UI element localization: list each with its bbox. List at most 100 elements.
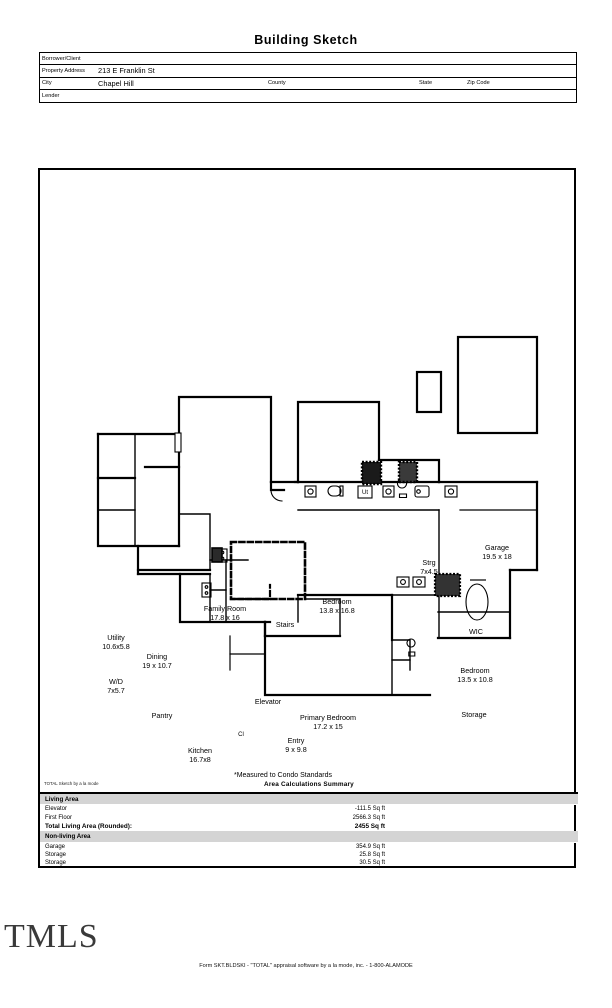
label-primary-bedroom-dim: 17.2 x 15 <box>313 722 343 731</box>
summary-row-storage-2: Storage 30.5 Sq ft <box>40 859 578 867</box>
kitchen-lower <box>178 572 267 624</box>
family-room-lower <box>143 449 181 469</box>
label-utility-dim: 10.6x5.8 <box>102 642 130 651</box>
label-entry-dim: 9 x 9.8 <box>285 745 307 754</box>
bedroom1-walls <box>296 400 381 484</box>
fixture-toilet-a <box>327 485 342 497</box>
label-family-room-dim: 17.8 x 16 <box>210 613 240 622</box>
fixture-sink-d <box>396 576 410 588</box>
summary-row-elevator: Elevator -111.5 Sq ft <box>40 805 578 813</box>
summary-row-total-living: Total Living Area (Rounded): 2455 Sq ft <box>40 822 578 831</box>
header-row-address: Property Address 213 E Franklin St <box>40 65 576 78</box>
borrower-label: Borrower/Client <box>42 55 81 62</box>
fixture-ut-closet <box>357 485 373 499</box>
family-room-walls <box>177 395 273 484</box>
label-dining: Dining <box>147 652 167 661</box>
row-amount: -111.5 Sq ft <box>354 806 385 813</box>
row-amount: 25.8 Sq ft <box>359 852 385 859</box>
label-bedroom1: Bedroom <box>322 597 351 606</box>
fixture-sink-e <box>412 576 426 588</box>
garage-outline <box>456 335 539 435</box>
fixture-sink-b <box>382 485 395 498</box>
area-calculations-summary: TOTAL Sketch by a la mode Area Calculati… <box>40 778 578 868</box>
label-kitchen-dim: 16.7x8 <box>189 755 211 764</box>
stairs-wall <box>269 480 286 492</box>
fixture-fridge <box>201 582 212 598</box>
row-name: Storage <box>45 860 67 867</box>
summary-title: Area Calculations Summary <box>264 781 354 788</box>
elevator-outline <box>229 540 307 601</box>
state-label: State <box>419 80 433 87</box>
label-wic: WIC <box>469 627 483 636</box>
label-bedroom1-dim: 13.8 x 16.8 <box>319 606 355 615</box>
family-room-window <box>174 432 182 453</box>
closet-hatch-b <box>397 460 419 484</box>
label-pantry: Pantry <box>152 711 173 720</box>
header-row-city: City Chapel Hill County State Zip Code <box>40 78 576 91</box>
summary-row-garage: Garage 354.9 Sq ft <box>40 843 578 851</box>
header-row-borrower: Borrower/Client <box>40 53 576 66</box>
page-title: Building Sketch <box>254 33 358 47</box>
row-amount: 2566.3 Sq ft <box>352 814 385 821</box>
label-primary-bedroom: Primary Bedroom <box>300 713 356 722</box>
row-name: Storage <box>45 852 67 859</box>
lender-label: Lender <box>42 92 60 99</box>
property-info-table: Borrower/Client Property Address 213 E F… <box>39 52 577 103</box>
stair-door-arc <box>270 489 283 502</box>
fixture-bathtub <box>465 583 489 621</box>
property-address-label: Property Address <box>42 68 85 75</box>
fixture-sink-c <box>444 485 458 498</box>
label-ut: Ut <box>362 490 368 496</box>
label-kitchen: Kitchen <box>188 746 212 755</box>
master-bath-jog <box>391 639 411 661</box>
zip-code-label: Zip Code <box>467 80 490 87</box>
strg-outline <box>415 370 443 414</box>
pantry-walls <box>136 544 212 572</box>
city-label: City <box>42 80 52 87</box>
label-storage: Storage <box>461 710 486 719</box>
condo-standards-note: *Measured to Condo Standards <box>234 772 333 779</box>
left-block-outer <box>96 432 181 548</box>
sketch-credit: TOTAL Sketch by a la mode <box>44 781 99 786</box>
elevator-lower-hatch <box>229 583 272 601</box>
closet-hatch-d <box>211 547 223 563</box>
living-area-band: Living Area <box>40 794 578 806</box>
tmls-watermark: TMLS <box>4 918 99 955</box>
label-wd: W/D <box>109 677 123 686</box>
label-bedroom2: Bedroom <box>460 666 489 675</box>
property-address-value: 213 E Franklin St <box>98 66 155 76</box>
county-label: County <box>268 80 286 87</box>
fixture-toilet-c <box>406 638 416 657</box>
floor-plan-drawing: Family Room 17.8 x 16 Stairs Utility 10.… <box>96 335 539 779</box>
label-wd-dim: 7x5.7 <box>107 686 125 695</box>
kitchen-upper-walls <box>178 513 211 571</box>
row-name: Garage <box>45 843 66 850</box>
label-stairs: Stairs <box>276 620 295 629</box>
label-strg: Strg <box>422 558 435 567</box>
row-name: First Floor <box>45 814 72 821</box>
fixture-tub-small <box>414 485 430 498</box>
label-family-room: Family Room <box>204 604 246 613</box>
label-garage: Garage <box>485 543 509 552</box>
row-amount: 354.9 Sq ft <box>355 843 385 850</box>
hatched-closets <box>211 460 462 598</box>
row-name: Total Living Area (Rounded): <box>45 823 132 831</box>
summary-row-storage-1: Storage 25.8 Sq ft <box>40 851 578 859</box>
label-garage-dim: 19.5 x 18 <box>482 552 512 561</box>
fixture-sink-a <box>304 485 317 498</box>
primary-outer-bottom <box>263 620 432 697</box>
row-name: Elevator <box>45 806 68 813</box>
form-footer-text: Form SKT.BLDSKI - "TOTAL" appraisal soft… <box>199 963 413 969</box>
non-living-area-band: Non-living Area <box>40 831 578 843</box>
label-dining-dim: 19 x 10.7 <box>142 661 172 670</box>
summary-row-first-floor: First Floor 2566.3 Sq ft <box>40 814 578 822</box>
label-bedroom2-dim: 13.5 x 10.8 <box>457 675 493 684</box>
label-entry: Entry <box>288 736 305 745</box>
header-row-lender: Lender <box>40 90 576 101</box>
corridor-upper-right <box>377 458 441 484</box>
closet-hatch-a <box>360 460 383 486</box>
closet-hatch-c <box>433 572 462 598</box>
label-utility: Utility <box>107 633 125 642</box>
label-elevator: Elevator <box>255 697 282 706</box>
row-amount: 2455 Sq ft <box>354 823 385 831</box>
